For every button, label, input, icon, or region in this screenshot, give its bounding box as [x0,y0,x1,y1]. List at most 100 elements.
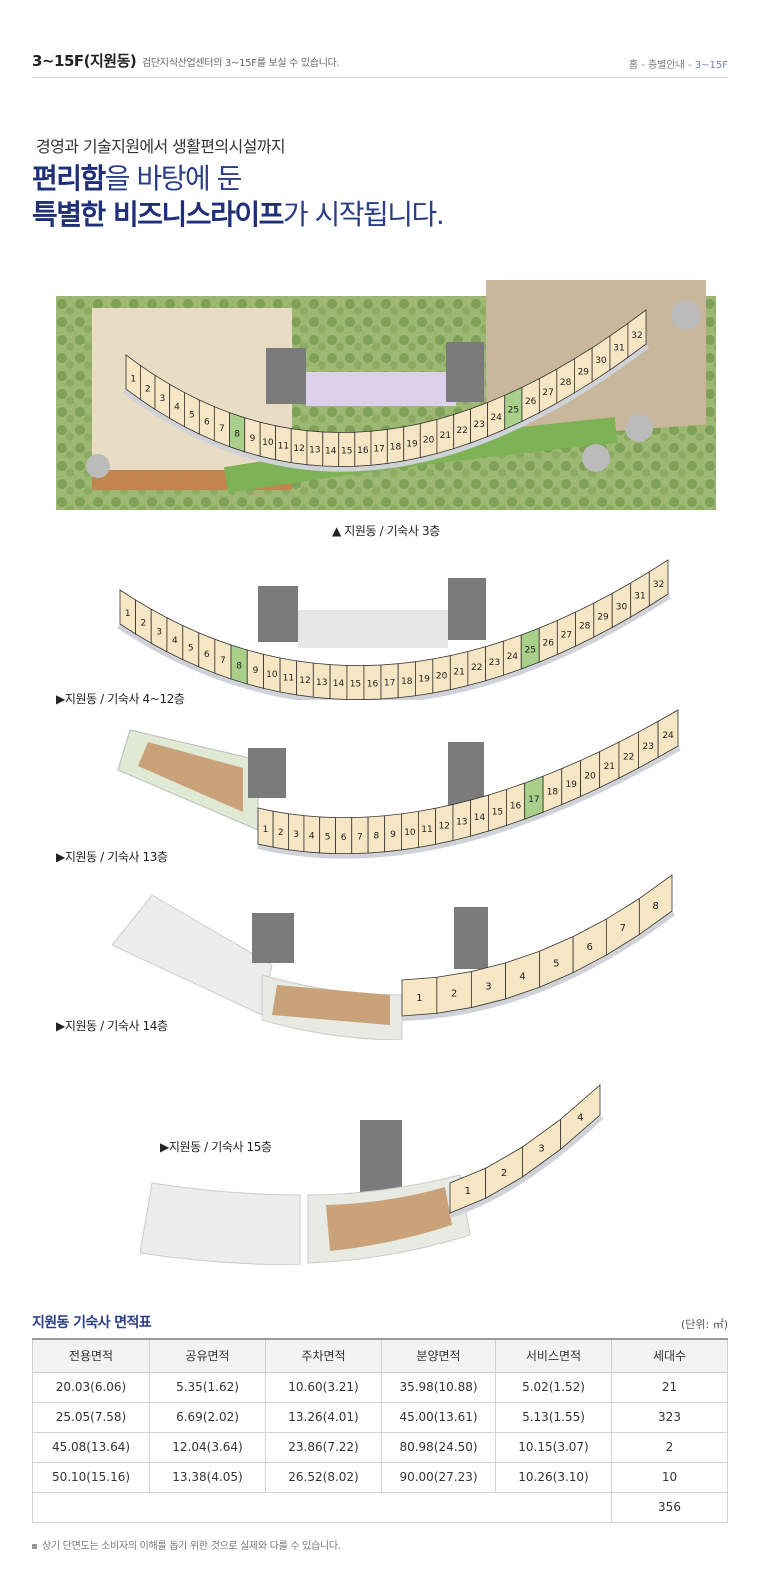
unit-number: 6 [204,417,210,427]
table-cell: 45.00(13.61) [381,1401,496,1433]
floor-13-caption: ▶지원동 / 기숙사 13층 [56,850,168,864]
unit-number: 3 [538,1144,544,1155]
table-cell: 13.38(4.05) [149,1461,266,1493]
intro-text: 을 바탕에 둔 [104,162,243,195]
breadcrumb: 홈 - 층별안내 - 3~15F [629,56,728,71]
unit-number: 19 [406,439,418,449]
unit-number: 17 [528,795,539,805]
unit-number: 17 [384,678,395,688]
unit-room [627,309,647,359]
breadcrumb-section[interactable]: 층별안내 [648,60,685,71]
unit-number: 29 [597,612,609,622]
table-cell-empty [32,1491,612,1523]
intro-highlight: 특별한 비즈니스라이프 [32,198,284,231]
unit-number: 6 [204,650,210,660]
unit-number: 4 [172,636,178,646]
table-cell: 45.08(13.64) [32,1431,150,1463]
unit-number: 1 [130,374,136,384]
table-header: 서비스면적 [495,1338,612,1373]
unit-number: 31 [634,591,645,601]
table-cell: 13.26(4.01) [265,1401,382,1433]
intro-text: 가 시작됩니다. [282,198,445,231]
unit-number: 12 [293,444,304,454]
unit-number: 11 [283,674,294,684]
table-cell: 25.05(7.58) [32,1401,150,1433]
unit-number: 18 [390,442,402,452]
unit-number: 30 [616,602,628,612]
area-table-unit: (단위: ㎡) [680,1318,728,1331]
table-cell: 50.10(15.16) [32,1461,150,1493]
disclaimer-note: 상기 단면도는 소비자의 이해를 돕기 위한 것으로 실제와 다를 수 있습니다… [32,1537,341,1552]
unit-number: 1 [465,1186,471,1197]
unit-number: 27 [561,630,572,640]
table-header: 분양면적 [381,1338,496,1373]
table-cell: 20.03(6.06) [32,1371,150,1403]
unit-number: 10 [262,438,274,448]
floor-4-12-caption: ▶지원동 / 기숙사 4~12층 [56,692,185,706]
unit-number: 21 [440,431,451,441]
unit-number: 23 [643,742,654,752]
table-header: 전용면적 [32,1338,150,1373]
table-cell: 35.98(10.88) [381,1371,496,1403]
table-cell: 10.60(3.21) [265,1371,382,1403]
unit-number: 27 [542,388,553,398]
unit-number: 14 [325,446,337,456]
table-row: 25.05(7.58) 6.69(2.02) 13.26(4.01) 45.00… [32,1401,728,1433]
unit-number: 1 [263,825,269,835]
unit-number: 19 [565,780,577,790]
unit-number: 32 [631,331,642,341]
unit-number: 23 [489,658,500,668]
unit-number: 7 [219,424,225,434]
table-total-row: 356 [32,1491,728,1523]
unit-number: 16 [510,802,522,812]
unit-number: 5 [188,643,194,653]
unit-number: 14 [474,813,486,823]
unit-number: 13 [309,445,320,455]
unit-number: 14 [333,679,345,689]
unit-number: 16 [357,446,369,456]
table-total: 356 [611,1491,728,1523]
unit-number: 4 [309,832,315,842]
unit-number: 9 [250,434,256,444]
unit-room [638,874,673,936]
intro-line-3: 특별한 비즈니스라이프가 시작됩니다. [32,197,728,233]
unit-number: 19 [418,674,430,684]
unit-number: 2 [145,385,151,395]
unit-room [560,1084,601,1151]
unit-number: 22 [456,426,467,436]
unit-number: 8 [236,662,242,672]
intro-line-2: 편리함을 바탕에 둔 [32,161,728,197]
unit-number: 28 [579,622,591,632]
table-row: 20.03(6.06) 5.35(1.62) 10.60(3.21) 35.98… [32,1371,728,1403]
unit-number: 21 [604,762,615,772]
unit-number: 23 [473,420,484,430]
unit-number: 26 [525,397,537,407]
table-cell: 21 [611,1371,728,1403]
unit-number: 7 [357,833,363,843]
unit-number: 6 [587,942,593,953]
unit-number: 28 [560,378,572,388]
unit-number: 29 [578,367,590,377]
page-description: 검단지식산업센터의 3~15F를 보실 수 있습니다. [142,58,340,69]
table-cell: 10.15(3.07) [495,1431,612,1463]
unit-number: 30 [595,356,607,366]
unit-number: 18 [401,677,413,687]
unit-number: 1 [125,609,131,619]
unit-number: 9 [390,830,396,840]
unit-number: 4 [519,971,525,982]
unit-number: 3 [156,628,162,638]
breadcrumb-home[interactable]: 홈 [628,60,639,71]
unit-number: 15 [341,446,352,456]
unit-number: 18 [547,788,559,798]
unit-number: 11 [421,825,432,835]
unit-room [657,709,679,759]
unit-number: 17 [373,444,384,454]
unit-number: 10 [404,828,416,838]
unit-number: 12 [299,676,310,686]
table-header-row: 전용면적 공유면적 주차면적 분양면적 서비스면적 세대수 [32,1338,728,1373]
unit-number: 20 [436,671,448,681]
unit-number: 8 [652,901,658,912]
unit-number: 9 [253,666,259,676]
table-cell: 323 [611,1401,728,1433]
